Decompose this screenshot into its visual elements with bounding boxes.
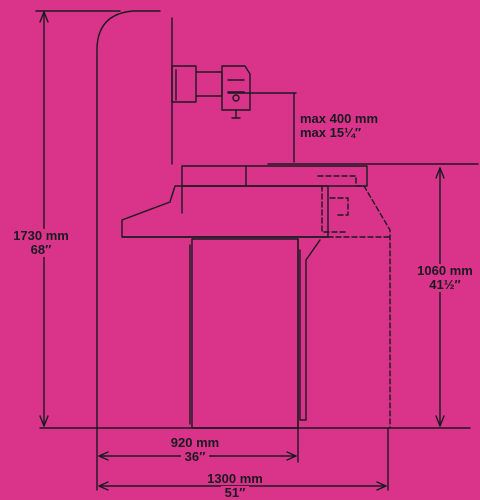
total-height-metric: 1730 mm [13,228,69,243]
head-travel-imperial: max 15¼″ [300,125,362,140]
extended-position-outline [317,175,391,428]
work-table [121,185,329,238]
total-height-imperial: 68″ [30,242,52,257]
base-width-label: 920 mm 36″ [145,436,245,464]
total-width-label: 1300 mm 51″ [185,472,285,500]
base-width-metric: 920 mm [145,436,245,450]
base-width-imperial: 36″ [180,450,210,464]
table-height-imperial: 41½″ [429,277,461,292]
total-width-imperial: 51″ [220,486,250,500]
total-width-metric: 1300 mm [207,471,263,486]
head-travel-label: max 400 mm max 15¼″ [300,112,378,140]
upper-table [181,165,368,187]
spindle-head-icon [171,65,251,119]
table-height-metric: 1060 mm [417,263,473,278]
head-travel-metric: max 400 mm [300,111,379,126]
table-height-label: 1060 mm 41½″ [410,264,480,292]
base-cabinet [191,238,299,429]
side-rail [299,239,321,421]
column-outline [96,10,161,429]
total-height-label: 1730 mm 68″ [2,229,80,257]
